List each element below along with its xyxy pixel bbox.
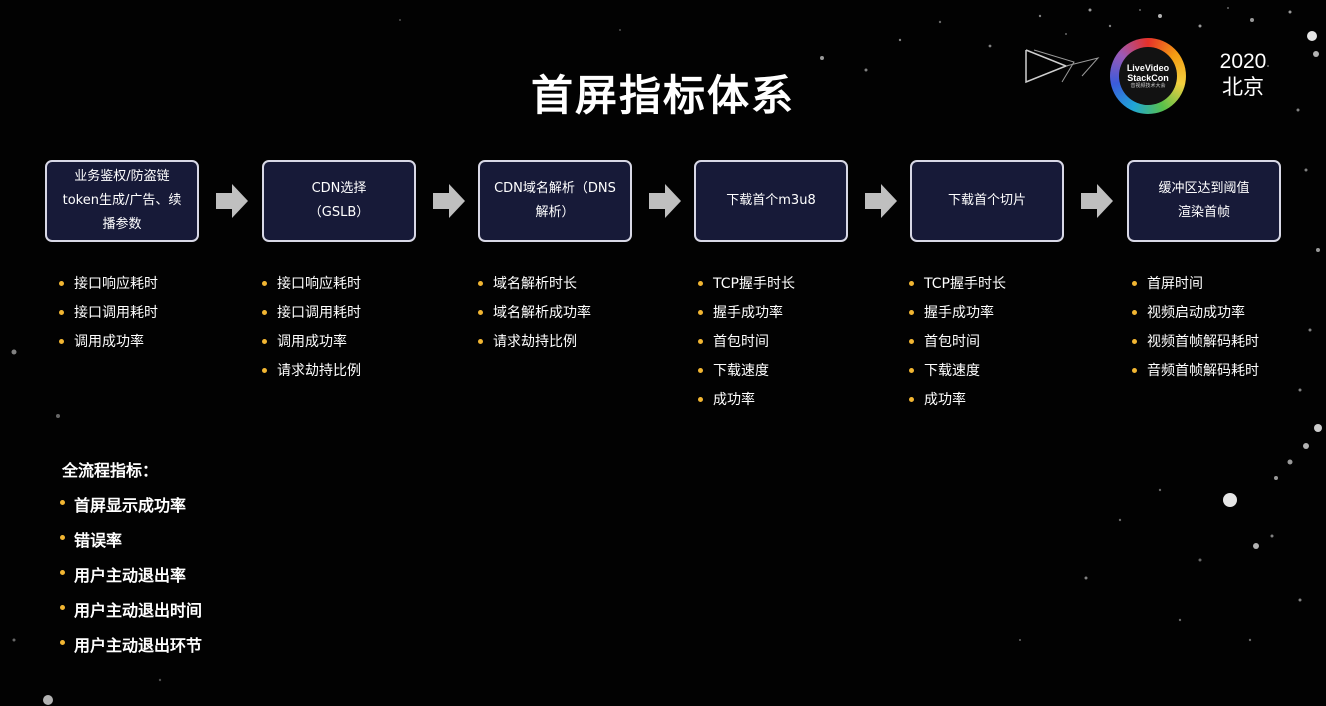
- metrics-list-m3u8: TCP握手时长 握手成功率 首包时间 下载速度 成功率: [697, 270, 897, 415]
- metric-item: 视频首帧解码耗时: [1131, 328, 1311, 357]
- arrow-right-icon: [1081, 184, 1113, 218]
- arrow-right-icon: [865, 184, 897, 218]
- metric-item: 请求劫持比例: [261, 357, 461, 386]
- metric-item: 握手成功率: [908, 299, 1108, 328]
- stage-box-cdn-select: CDN选择 （GSLB）: [262, 160, 416, 242]
- metric-item: TCP握手时长: [697, 270, 897, 299]
- metric-item: 域名解析时长: [477, 270, 677, 299]
- metrics-list-cdn-select: 接口响应耗时 接口调用耗时 调用成功率 请求劫持比例: [261, 270, 461, 386]
- arrow-right-icon: [216, 184, 248, 218]
- stage-label: 业务鉴权/防盗链 token生成/广告、续 播参数: [62, 169, 182, 232]
- logo-text-1: LiveVideo: [1126, 62, 1170, 73]
- metric-item: 下载速度: [908, 357, 1108, 386]
- arrow-right-icon: [649, 184, 681, 218]
- page-title: 首屏指标体系: [530, 71, 795, 120]
- metric-item: 成功率: [908, 386, 1108, 415]
- stage-box-dns: CDN域名解析（DNS 解析）: [478, 160, 632, 242]
- stage-label: CDN选择 （GSLB）: [308, 181, 370, 220]
- metric-item: 请求劫持比例: [477, 328, 677, 357]
- stage-label: 缓冲区达到阈值 渲染首帧: [1158, 181, 1250, 220]
- logo-inner: LiveVideo StackCon 音视频技术大会: [1119, 47, 1177, 105]
- metric-item: 音频首帧解码耗时: [1131, 357, 1311, 386]
- overall-metric-item: 用户主动退出时间: [58, 593, 202, 628]
- arrow-right-icon: [433, 184, 465, 218]
- overall-metric-item: 错误率: [58, 523, 202, 558]
- metric-item: TCP握手时长: [908, 270, 1108, 299]
- metric-item: 接口调用耗时: [58, 299, 258, 328]
- stage-box-auth: 业务鉴权/防盗链 token生成/广告、续 播参数: [45, 160, 199, 242]
- metrics-list-dns: 域名解析时长 域名解析成功率 请求劫持比例: [477, 270, 677, 357]
- metric-item: 下载速度: [697, 357, 897, 386]
- metric-item: 首包时间: [697, 328, 897, 357]
- metric-item: 接口调用耗时: [261, 299, 461, 328]
- stage-box-segment: 下载首个切片: [910, 160, 1064, 242]
- metric-item: 接口响应耗时: [58, 270, 258, 299]
- stage-box-first-frame: 缓冲区达到阈值 渲染首帧: [1127, 160, 1281, 242]
- event-city: 北京: [1222, 75, 1264, 99]
- event-year: 2020: [1219, 50, 1267, 73]
- logo-text-2: StackCon: [1127, 72, 1169, 83]
- metric-item: 调用成功率: [261, 328, 461, 357]
- stage-label: 下载首个m3u8: [726, 193, 816, 208]
- metric-item: 握手成功率: [697, 299, 897, 328]
- stage-box-m3u8: 下载首个m3u8: [694, 160, 848, 242]
- overall-metrics-title: 全流程指标：: [62, 461, 159, 480]
- logo-text-3: 音视频技术大会: [1130, 82, 1166, 89]
- overall-metric-item: 用户主动退出率: [58, 558, 202, 593]
- metric-item: 域名解析成功率: [477, 299, 677, 328]
- triangle-logo-icon: [1025, 49, 1100, 84]
- overall-metric-item: 首屏显示成功率: [58, 488, 202, 523]
- overall-metric-item: 用户主动退出环节: [58, 628, 202, 663]
- livevideostackcon-logo: LiveVideo StackCon 音视频技术大会: [1110, 38, 1186, 114]
- metric-item: 视频启动成功率: [1131, 299, 1311, 328]
- metrics-list-segment: TCP握手时长 握手成功率 首包时间 下载速度 成功率: [908, 270, 1108, 415]
- stage-label: 下载首个切片: [947, 193, 1026, 208]
- metric-item: 调用成功率: [58, 328, 258, 357]
- metric-item: 成功率: [697, 386, 897, 415]
- metric-item: 首包时间: [908, 328, 1108, 357]
- overall-metrics-list: 首屏显示成功率 错误率 用户主动退出率 用户主动退出时间 用户主动退出环节: [58, 488, 202, 663]
- stage-label: CDN域名解析（DNS 解析）: [494, 181, 616, 220]
- metrics-list-first-frame: 首屏时间 视频启动成功率 视频首帧解码耗时 音频首帧解码耗时: [1131, 270, 1311, 386]
- metric-item: 接口响应耗时: [261, 270, 461, 299]
- metrics-list-auth: 接口响应耗时 接口调用耗时 调用成功率: [58, 270, 258, 357]
- metric-item: 首屏时间: [1131, 270, 1311, 299]
